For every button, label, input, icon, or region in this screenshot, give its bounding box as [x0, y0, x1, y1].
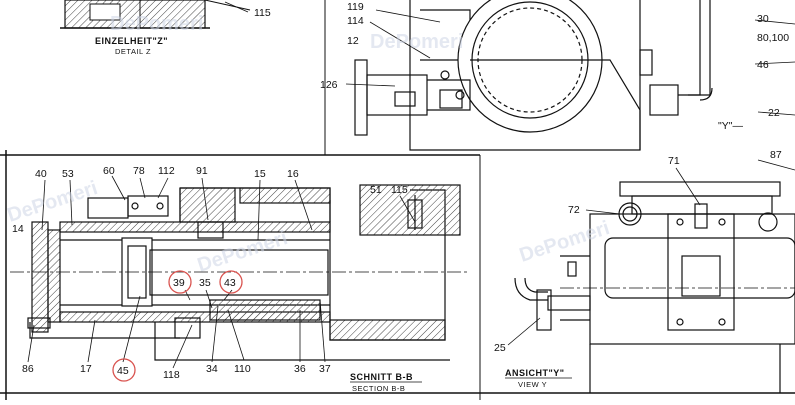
- callout-34: 34: [206, 363, 218, 375]
- callout-25: 25: [494, 342, 506, 354]
- callout-46: 46: [757, 59, 769, 71]
- callout-35: 35: [199, 277, 211, 289]
- view-y-title: ANSICHT"Y": [505, 368, 565, 378]
- callout-71: 71: [668, 155, 680, 167]
- highlight-43: [219, 270, 243, 294]
- detail-z-drawing: [60, 0, 251, 29]
- view-y-drawing: [514, 181, 795, 393]
- callout-115b: 115: [391, 184, 408, 196]
- callout-22: 22: [768, 107, 780, 119]
- callout-37: 37: [319, 363, 331, 375]
- callout-115: 115: [254, 7, 271, 19]
- view-y-subtitle: VIEW Y: [518, 380, 547, 389]
- watermark-text: DePomeri: [517, 217, 613, 267]
- callout-60: 60: [103, 165, 115, 177]
- callout-53: 53: [62, 168, 74, 180]
- watermark-text: DePomeri: [5, 177, 101, 227]
- callout-51: 51: [370, 184, 382, 196]
- leader-lines: [27, 1, 795, 369]
- callout-16: 16: [287, 168, 299, 180]
- callout-110: 110: [234, 363, 251, 375]
- callout-112: 112: [158, 165, 175, 177]
- highlight-45: [112, 358, 136, 382]
- callout-119: 119: [347, 1, 364, 13]
- callout-86: 86: [22, 363, 34, 375]
- section-bb-title: SCHNITT B-B: [350, 372, 413, 382]
- callout-118: 118: [163, 369, 180, 381]
- callout-80-100: 80,100: [757, 32, 789, 44]
- detail-z-title: EINZELHEIT"Z": [95, 36, 168, 46]
- y-view-arrow: "Y"—: [718, 120, 743, 132]
- callout-87: 87: [770, 149, 782, 161]
- callout-40: 40: [35, 168, 47, 180]
- highlight-circles: [112, 270, 243, 382]
- highlight-39: [168, 270, 192, 294]
- callout-30: 30: [757, 13, 769, 25]
- callout-39: 39: [173, 277, 185, 289]
- watermark-text: DePomeri: [110, 13, 203, 35]
- top-valve-assembly: [354, 0, 713, 151]
- callout-15: 15: [254, 168, 266, 180]
- callout-labels: 115 30 80,100 46 22 87 "Y"— 119 114 12 1…: [12, 1, 789, 381]
- callout-45: 45: [117, 365, 129, 377]
- detail-z-subtitle: DETAIL Z: [115, 47, 151, 56]
- view-captions: EINZELHEIT"Z" DETAIL Z SCHNITT B-B SECTI…: [95, 36, 572, 393]
- callout-114: 114: [347, 15, 364, 27]
- section-bb-drawing: [10, 184, 470, 361]
- callout-91: 91: [196, 165, 208, 177]
- callout-17: 17: [80, 363, 92, 375]
- callout-78: 78: [133, 165, 145, 177]
- watermark-text: DePomeri: [370, 31, 463, 53]
- callout-36: 36: [294, 363, 306, 375]
- callout-126: 126: [320, 79, 338, 91]
- callout-72: 72: [568, 204, 580, 216]
- section-bb-subtitle: SECTION B-B: [352, 384, 405, 393]
- callout-14: 14: [12, 223, 24, 235]
- callout-12: 12: [347, 35, 359, 47]
- callout-43: 43: [224, 277, 236, 289]
- watermark-text: DePomeri: [195, 227, 291, 277]
